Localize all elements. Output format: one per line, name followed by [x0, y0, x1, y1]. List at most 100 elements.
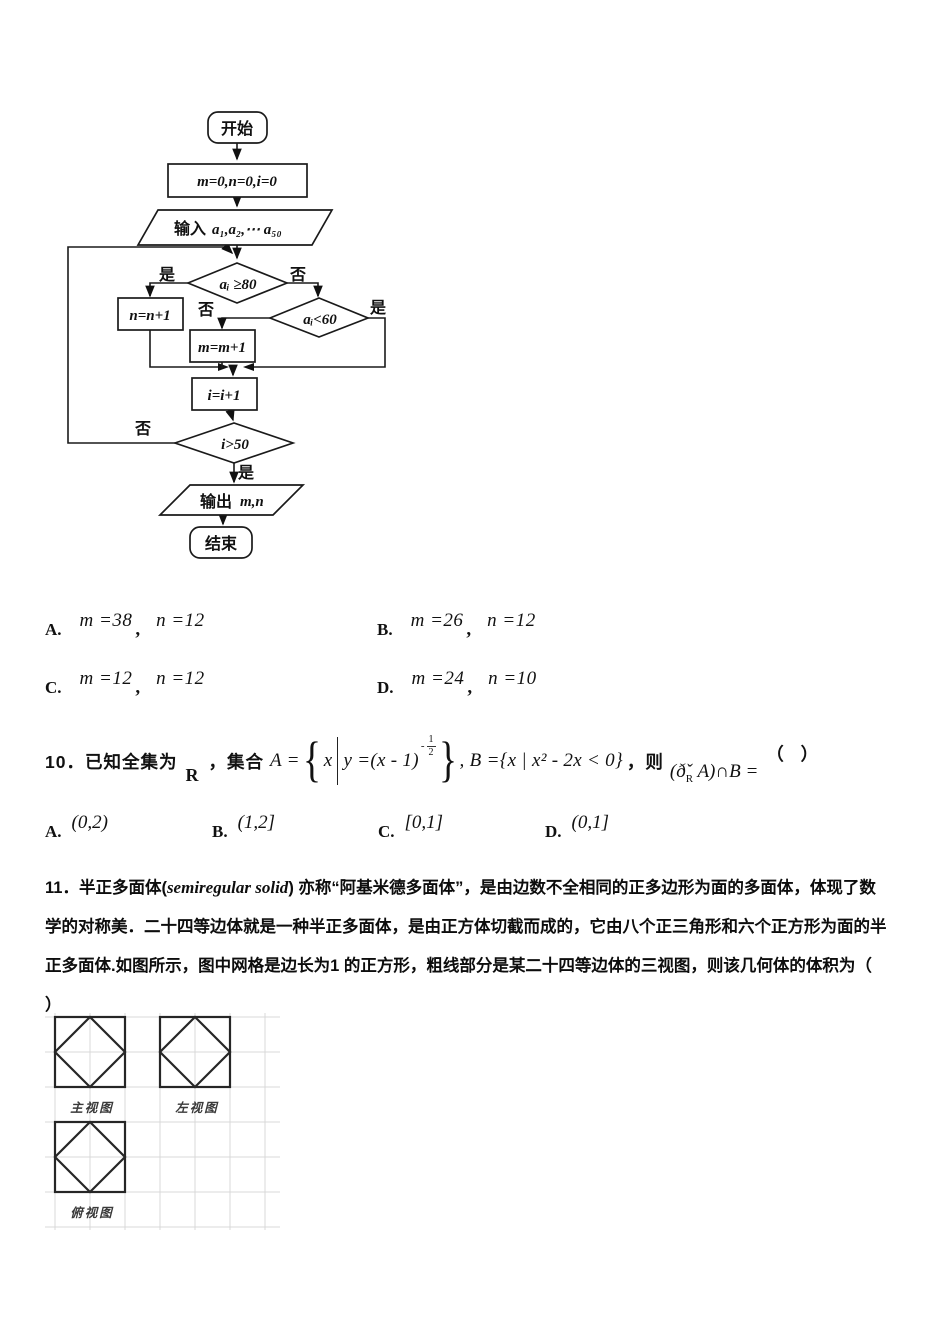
front-view-drawing — [53, 1015, 127, 1089]
q10-set-b: , B ={x | x² - 2x < 0} — [459, 750, 623, 771]
exponent-fraction: - 1 2 — [421, 734, 436, 758]
cond2-no-label: 否 — [197, 301, 214, 319]
q10-option-d: D. (0,1] — [545, 812, 610, 841]
open-brace: { — [302, 731, 321, 787]
fraction-numerator: 1 — [426, 734, 436, 747]
q9-option-a: A. m =38 , n =12 — [45, 610, 205, 640]
q10-universe-symbol: R — [185, 764, 199, 785]
q10-set-a-head: A = — [269, 750, 300, 771]
fraction-denominator: 2 — [428, 746, 434, 758]
option-n-value: n =12 — [487, 610, 536, 631]
box-i-label: i=i+1 — [208, 388, 241, 404]
cond3-diamond — [172, 422, 296, 464]
start-label: 开始 — [221, 119, 253, 138]
question-11-stem: 11．半正多面体(semiregular solid) 亦称“阿基米德多面体”，… — [45, 868, 920, 1025]
exponent-minus: - — [420, 740, 425, 752]
q10-option-a: A. (0,2) — [45, 812, 108, 841]
cond1-diamond — [185, 262, 290, 304]
input-label: 输入 — [174, 219, 206, 238]
option-label: A. — [45, 822, 62, 841]
q11-latin-term: semiregular solid — [166, 878, 289, 897]
option-value: (1,2] — [237, 812, 276, 833]
q10-then-word: ，则 — [626, 751, 664, 772]
option-n-value: n =12 — [156, 610, 205, 631]
box-m-node — [189, 329, 256, 363]
option-m-value: m =26 — [410, 610, 464, 631]
cond2-yes-label: 是 — [369, 299, 386, 317]
q10-set-a-var: x — [323, 750, 333, 771]
q11-line4: ） — [45, 996, 62, 1014]
option-n-value: n =10 — [488, 668, 537, 689]
output-math: m,n — [240, 494, 264, 510]
q10-set-word: ，集合 — [208, 751, 264, 772]
option-label: B. — [377, 620, 393, 639]
top-view-drawing — [53, 1120, 127, 1194]
end-node — [189, 526, 253, 559]
output-node — [157, 484, 306, 516]
q10-complement-expression: (ð̌R A)∩B = — [670, 761, 758, 785]
option-value: [0,1] — [404, 812, 444, 833]
fraction-stack: 1 2 — [426, 734, 436, 758]
q10-option-c: C. [0,1] — [378, 812, 444, 841]
box-n-label: n=n+1 — [129, 308, 170, 324]
cond3-label: i>50 — [221, 437, 249, 453]
option-m-value: m =24 — [411, 668, 465, 689]
option-label: C. — [378, 822, 395, 841]
side-view-label: 左视图 — [175, 1101, 219, 1115]
flowchart-connectors — [67, 143, 386, 526]
q11-line2: 学的对称美．二十四等边体就是一种半正多面体，是由正方体切截而成的，它由八个正三角… — [45, 918, 887, 936]
box-n-node — [117, 297, 184, 331]
box-i-node — [191, 377, 258, 411]
option-label: D. — [545, 822, 562, 841]
option-value: (0,2) — [71, 812, 108, 833]
option-label: C. — [45, 678, 62, 697]
q11-line3: 正多面体.如图所示，图中网格是边长为1 的正方形，粗线部分是某二十四等边体的三视… — [45, 957, 872, 975]
option-comma: , — [466, 619, 472, 640]
option-value: (0,1] — [571, 812, 610, 833]
input-node — [136, 209, 334, 246]
cond2-diamond — [267, 297, 371, 338]
q9-option-b: B. m =26 , n =12 — [377, 610, 536, 640]
cond1-label: aᵢ ≥80 — [219, 277, 257, 293]
cond1-no-label: 否 — [289, 266, 306, 284]
option-label: B. — [212, 822, 228, 841]
box-m-label: m=m+1 — [198, 340, 246, 356]
init-node — [167, 163, 308, 198]
flowchart-diagram: 开始 m=0,n=0,i=0 输入 a₁,a₂,⋯ a₅₀ aᵢ ≥80 是 否… — [67, 111, 386, 559]
cond3-yes-label: 是 — [237, 464, 254, 482]
q10-option-b: B. (1,2] — [212, 812, 276, 841]
option-label: A. — [45, 620, 62, 639]
option-label: D. — [377, 678, 394, 697]
q9-option-d: D. m =24 , n =10 — [377, 668, 537, 698]
q11-line1-head: 11．半正多面体( — [45, 879, 167, 897]
output-label: 输出 — [200, 492, 232, 511]
q9-option-c: C. m =12 , n =12 — [45, 668, 205, 698]
three-view-figure: 主视图 左视图 俯视图 — [45, 1013, 280, 1230]
option-comma: , — [467, 677, 473, 698]
close-brace: } — [438, 731, 457, 787]
question-10-stem: 10．已知全集为 R ，集合 A = { x y =(x - 1) - 1 2 … — [45, 726, 824, 796]
init-label: m=0,n=0,i=0 — [197, 174, 277, 190]
side-view-drawing — [158, 1015, 232, 1089]
q10-set-a-cond: y =(x - 1) — [343, 750, 419, 771]
cond3-no-label: 否 — [134, 420, 151, 438]
option-n-value: n =12 — [156, 668, 205, 689]
front-view-label: 主视图 — [70, 1101, 114, 1115]
top-view-label: 俯视图 — [70, 1206, 114, 1220]
answer-parentheses: （ ） — [766, 743, 825, 764]
complement-head: (ð̌ — [669, 761, 686, 782]
input-math: a₁,a₂,⋯ a₅₀ — [212, 222, 282, 238]
q11-line1-tail: ) 亦称“阿基米德多面体”，是由边数不全相同的正多边形为面的多面体，体现了数 — [288, 879, 876, 897]
q11-line1: 11．半正多面体(semiregular solid) 亦称“阿基米德多面体”，… — [45, 868, 920, 908]
complement-subscript: R — [685, 773, 694, 785]
complement-tail: A)∩B = — [693, 761, 759, 782]
end-label: 结束 — [204, 534, 238, 553]
cond2-label: aᵢ<60 — [303, 312, 337, 328]
option-m-value: m =38 — [79, 610, 133, 631]
option-comma: , — [135, 619, 141, 640]
start-node — [207, 111, 268, 144]
option-m-value: m =12 — [79, 668, 133, 689]
option-comma: , — [135, 677, 141, 698]
set-divider-bar — [337, 737, 339, 785]
